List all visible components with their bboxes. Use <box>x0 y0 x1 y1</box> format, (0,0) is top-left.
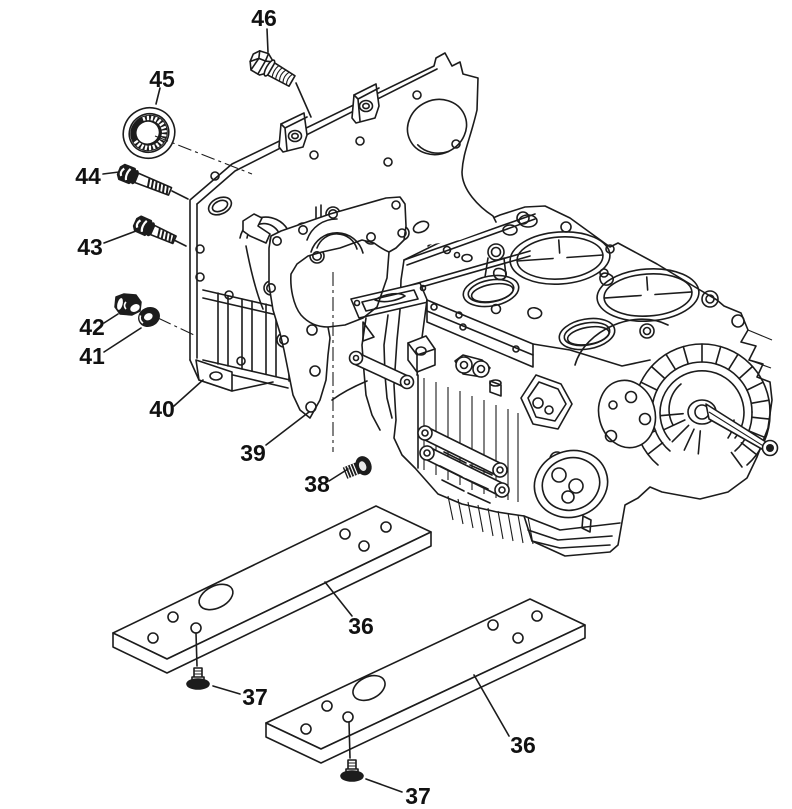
svg-text:40: 40 <box>149 396 175 422</box>
svg-text:42: 42 <box>79 314 105 340</box>
svg-text:38: 38 <box>304 471 330 497</box>
svg-text:39: 39 <box>240 440 266 466</box>
svg-text:36: 36 <box>510 732 536 758</box>
svg-text:41: 41 <box>79 343 105 369</box>
svg-text:37: 37 <box>405 783 431 809</box>
svg-text:45: 45 <box>149 66 175 92</box>
svg-text:37: 37 <box>242 684 268 710</box>
svg-text:44: 44 <box>75 163 101 189</box>
svg-text:46: 46 <box>251 5 277 31</box>
svg-text:43: 43 <box>77 234 103 260</box>
svg-text:36: 36 <box>348 613 374 639</box>
